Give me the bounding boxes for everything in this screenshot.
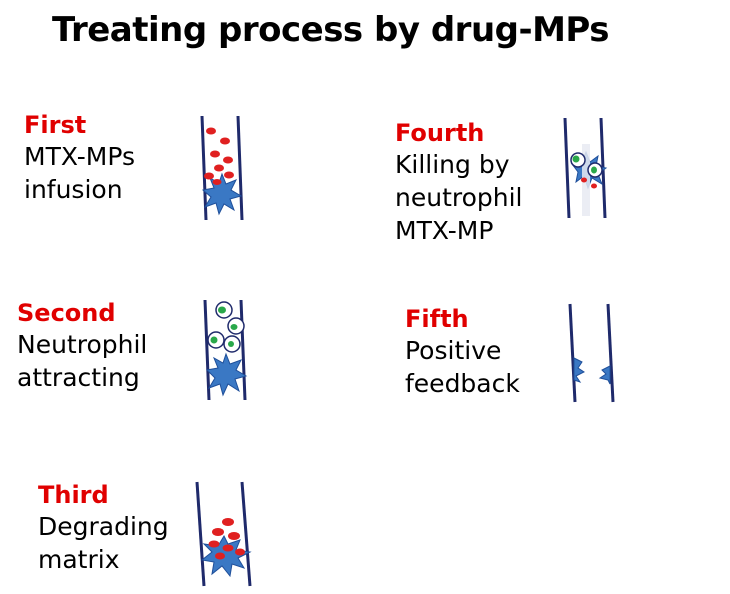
- step-third: Third Degrading matrix: [38, 480, 169, 576]
- step-label: Third: [38, 481, 109, 509]
- step-label: First: [24, 111, 87, 139]
- step-description: Degrading matrix: [38, 512, 169, 574]
- step-second: Second Neutrophil attracting: [17, 298, 147, 394]
- vessel-third-icon: [195, 481, 252, 587]
- step-description: Positive feedback: [405, 336, 520, 398]
- step-description: MTX-MPs infusion: [24, 142, 135, 204]
- step-fourth: Fourth Killing by neutrophil MTX-MP: [395, 118, 523, 247]
- step-label: Fifth: [405, 305, 469, 333]
- step-fifth: Fifth Positive feedback: [405, 304, 520, 400]
- vessel-fifth-icon: [568, 303, 615, 403]
- page-title: Treating process by drug-MPs: [52, 10, 610, 50]
- step-label: Fourth: [395, 119, 485, 147]
- step-first: First MTX-MPs infusion: [24, 110, 135, 206]
- step-description: Neutrophil attracting: [17, 330, 148, 392]
- vessel-fourth-icon: [563, 117, 608, 219]
- vessel-second-icon: [203, 299, 248, 401]
- vessel-first-icon: [200, 115, 244, 221]
- step-description: Killing by neutrophil MTX-MP: [395, 150, 523, 245]
- step-label: Second: [17, 299, 116, 327]
